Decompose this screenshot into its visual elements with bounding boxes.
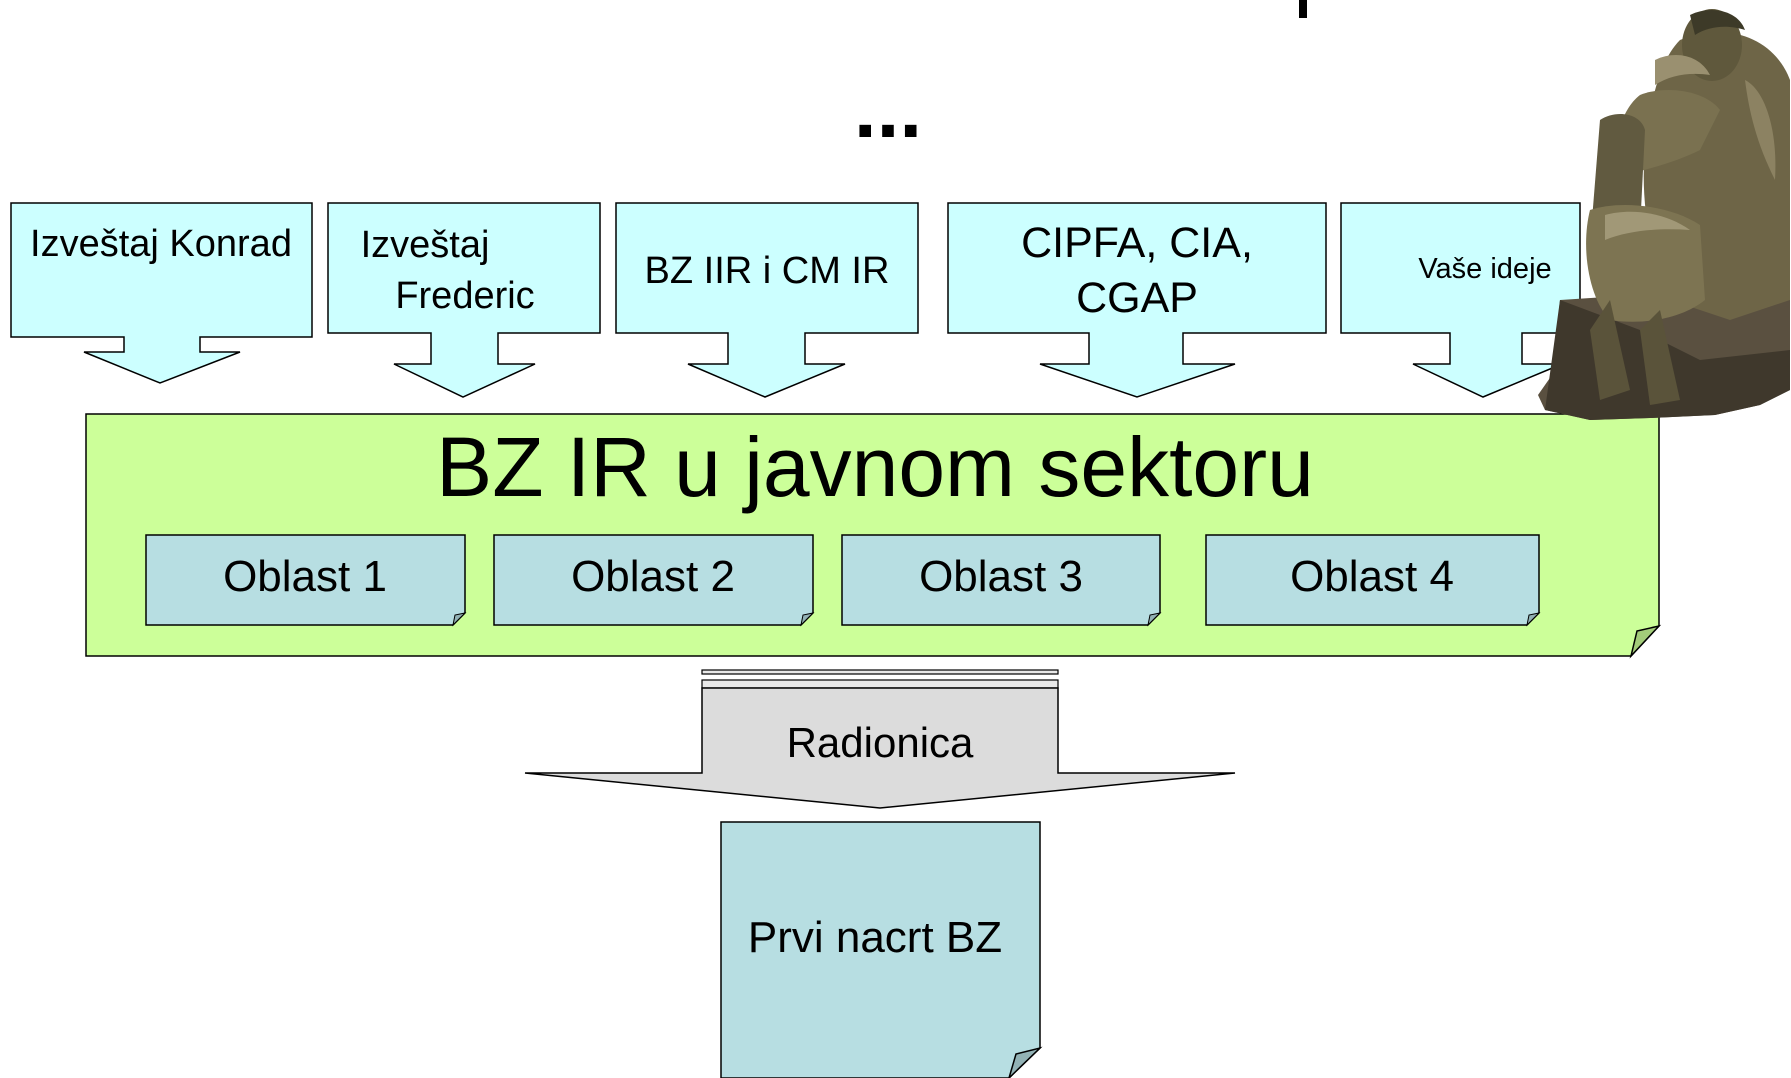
workshop-arrow: Radionica [524,669,1236,809]
source-label-2b: Frederic [395,275,534,317]
area-label-3: Oblast 3 [919,552,1083,601]
source-callout-4: CIPFA, CIA, CGAP [947,202,1327,398]
source-label-3: BZ IIR i CM IR [645,250,890,292]
area-box-4: Oblast 4 [1205,534,1541,627]
source-label-4a: CIPFA, CIA, [1021,219,1253,267]
clipped-glyph [1299,0,1307,18]
source-label-4b: CGAP [1076,274,1198,322]
area-box-3: Oblast 3 [841,534,1162,627]
source-label-5: Vaše ideje [1418,253,1551,285]
source-callout-5: Vaše ideje [1340,202,1581,398]
workshop-label: Radionica [787,719,974,766]
area-label-2: Oblast 2 [571,552,735,601]
area-box-2: Oblast 2 [493,534,815,627]
source-label-2a: Izveštaj [361,224,490,266]
area-label-1: Oblast 1 [223,552,387,601]
source-callout-1: Izveštaj Konrad [10,202,313,384]
output-box: Prvi nacrt BZ [720,821,1043,1078]
source-label-1: Izveštaj Konrad [30,223,292,265]
thinker-statue-image [1538,9,1790,420]
area-label-4: Oblast 4 [1290,552,1454,601]
main-title: BZ IR u javnom sektoru [436,420,1314,514]
source-callout-2: Izveštaj Frederic [327,202,601,398]
output-label: Prvi nacrt BZ [748,913,1002,962]
area-box-1: Oblast 1 [145,534,467,627]
ellipsis-text: ... [854,64,922,155]
source-callout-3: BZ IIR i CM IR [615,202,919,398]
